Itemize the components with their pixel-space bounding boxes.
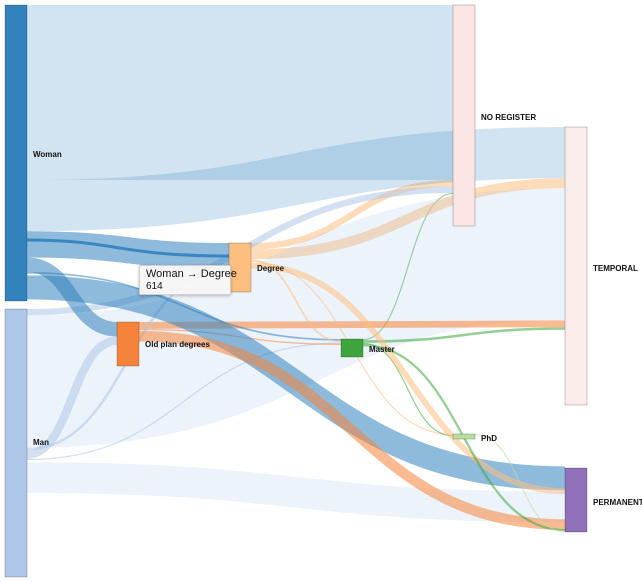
link-old-permanent[interactable] — [138, 330, 566, 530]
node-noreg[interactable] — [452, 4, 476, 227]
link-tooltip: Woman → Degree 614 — [139, 265, 237, 295]
node-label-old: Old plan degrees — [145, 340, 210, 349]
node-label-man: Man — [33, 438, 49, 447]
links-layer — [26, 4, 566, 533]
link-man-old[interactable] — [26, 336, 118, 459]
link-phd-permanent[interactable] — [474, 434, 566, 533]
node-woman[interactable] — [4, 4, 28, 302]
link-degree-temporal[interactable] — [250, 178, 566, 260]
link-degree-permanent[interactable] — [250, 262, 566, 495]
tooltip-title: Woman → Degree — [146, 268, 237, 280]
node-label-master: Master — [369, 345, 395, 354]
node-label-woman: Woman — [33, 150, 62, 159]
node-temporal[interactable] — [564, 126, 588, 406]
highlighted-link[interactable] — [26, 238, 230, 258]
node-phd[interactable] — [452, 433, 476, 440]
node-permanent[interactable] — [564, 467, 588, 533]
node-label-degree: Degree — [257, 264, 285, 273]
node-man[interactable] — [4, 308, 28, 578]
node-label-permanent: PERMANENT — [593, 498, 642, 507]
tooltip-value: 614 — [146, 281, 163, 292]
node-label-noreg: NO REGISTER — [481, 113, 536, 122]
node-old[interactable] — [116, 321, 140, 367]
link-man-temporal[interactable] — [26, 188, 566, 448]
link-man-master[interactable] — [26, 342, 342, 461]
node-label-phd: PhD — [481, 434, 497, 443]
node-master[interactable] — [340, 338, 364, 358]
link-degree-noreg[interactable] — [250, 180, 454, 250]
link-master-temporal[interactable] — [362, 327, 566, 343]
node-label-temporal: TEMPORAL — [593, 264, 638, 273]
